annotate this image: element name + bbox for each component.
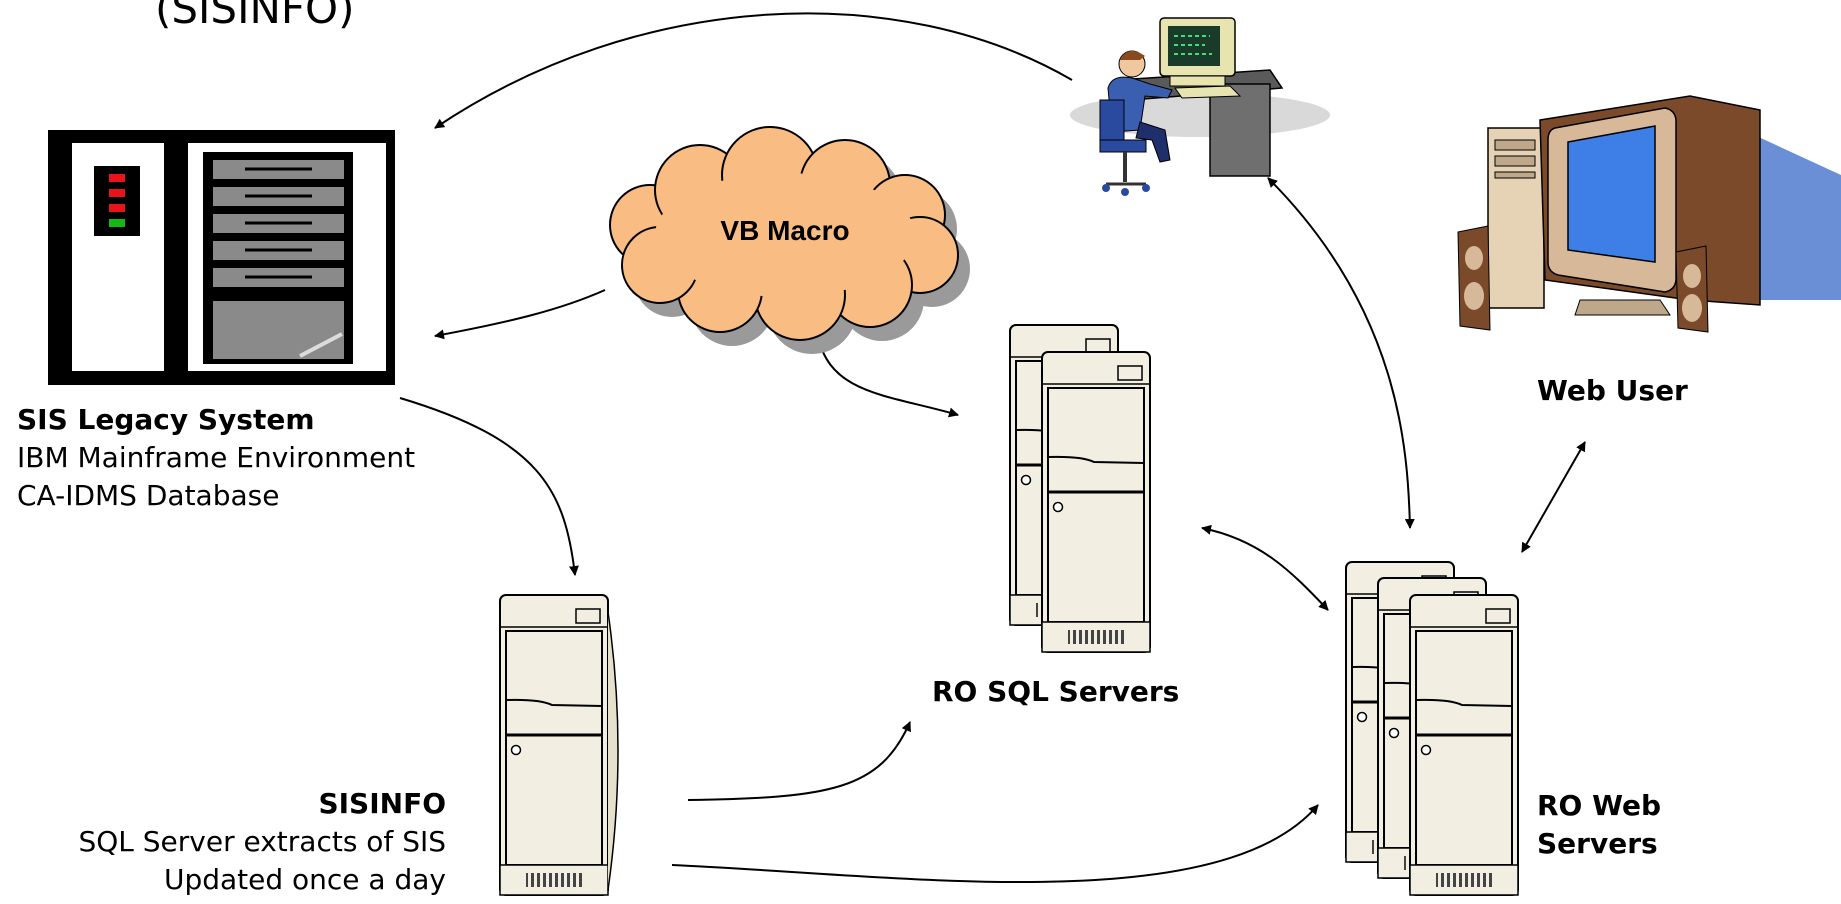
arrow-macro-sqlservers [814, 335, 959, 418]
sql-servers-label: RO SQL Servers [932, 675, 1180, 708]
web-servers-label-line1: RO Web [1537, 789, 1662, 822]
arrow-webservers-webuser [1521, 441, 1586, 553]
arrow-macro-to-legacy [434, 289, 606, 340]
arrow-sisinfo-to-webservers [671, 804, 1319, 884]
cloud-label: VB Macro [720, 215, 849, 246]
arrow-sisinfo-to-sqlservers [687, 721, 911, 801]
desktop-computer-icon [1457, 95, 1841, 333]
workstation-user-icon [1070, 17, 1330, 196]
sisinfo-line1: SQL Server extracts of SIS [78, 825, 446, 858]
web-servers-label-line2: Servers [1537, 827, 1658, 860]
status-led-icon [109, 174, 125, 182]
sisinfo-server-icon [498, 593, 619, 897]
title-fragment: (SISINFO) [155, 0, 355, 33]
sisinfo-line2: Updated once a day [163, 863, 446, 896]
arrow-legacy-to-sisinfo [399, 397, 579, 576]
web-user-label: Web User [1537, 374, 1688, 407]
legacy-system-line2: CA-IDMS Database [17, 479, 280, 512]
legacy-system-line1: IBM Mainframe Environment [17, 441, 416, 474]
sisinfo-name: SISINFO [318, 787, 446, 820]
mainframe-icon [48, 130, 395, 385]
connectors [399, 12, 1586, 884]
cloud-icon: VB Macro [609, 126, 970, 354]
arrow-workstation-to-legacy [434, 12, 1073, 129]
arrow-workstation-webservers [1267, 177, 1415, 529]
arrow-sqlservers-webservers [1201, 524, 1329, 611]
sql-servers-icon [1008, 323, 1152, 654]
web-servers-icon [1344, 560, 1520, 897]
legacy-system-name: SIS Legacy System [17, 403, 315, 436]
